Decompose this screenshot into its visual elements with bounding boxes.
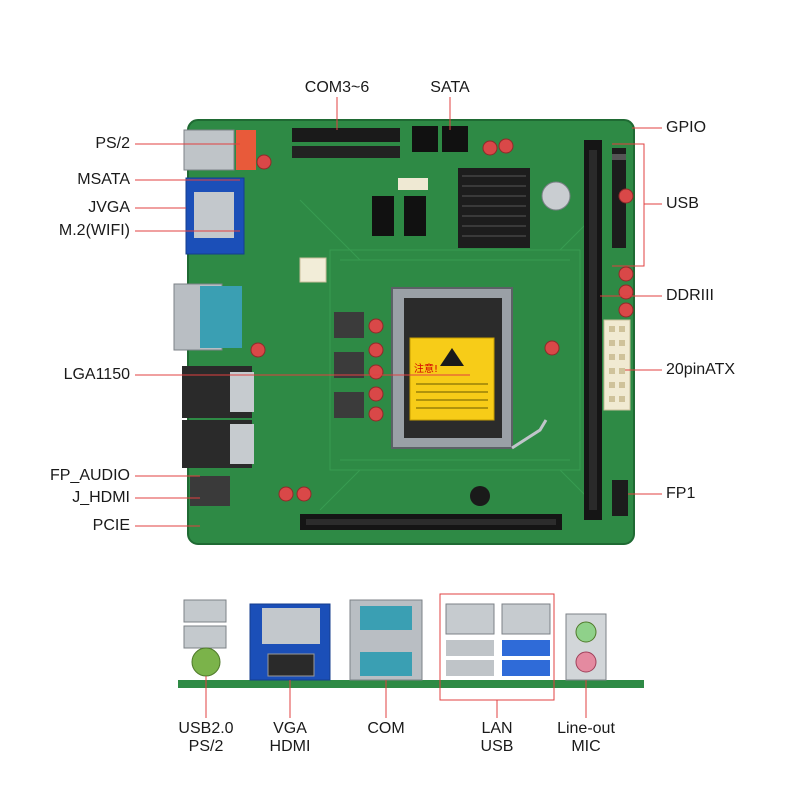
label-hdmi: HDMI xyxy=(269,738,311,755)
label-fp1: FP1 xyxy=(666,485,696,502)
cpu-warning-text: 注意! xyxy=(414,362,438,375)
capacitors xyxy=(250,138,634,502)
msata-m2-slots xyxy=(372,178,428,236)
com3-6-headers xyxy=(292,128,400,158)
cpu-power-connector xyxy=(299,257,327,283)
label-j-hdmi: J_HDMI xyxy=(72,489,130,506)
label-20pin-atx: 20pinATX xyxy=(666,361,736,378)
chipset-heatsink xyxy=(458,168,530,248)
cmos-battery xyxy=(541,181,571,211)
buzzer xyxy=(470,486,490,506)
label-com: COM xyxy=(350,720,422,738)
label-usb-rear: USB xyxy=(480,738,514,755)
leader-lines xyxy=(135,97,662,527)
lga1150-socket: 注意! xyxy=(391,287,548,450)
atx-20pin-connector xyxy=(603,319,631,411)
label-line-out: Line-out xyxy=(557,720,615,737)
label-ps2: PS/2 xyxy=(95,135,130,152)
label-usb2-ps2: USB2.0 PS/2 xyxy=(166,720,246,756)
label-sata: SATA xyxy=(430,79,470,96)
label-fp-audio: FP_AUDIO xyxy=(49,467,130,484)
label-com3-6: COM3~6 xyxy=(304,79,370,96)
label-usb2: USB2.0 xyxy=(178,720,234,737)
label-mic: MIC xyxy=(571,738,601,755)
rear-io-panel xyxy=(178,593,644,701)
fp1-header xyxy=(612,480,628,516)
label-jvga: JVGA xyxy=(88,199,130,216)
sata-connectors xyxy=(412,126,468,152)
label-usb: USB xyxy=(666,195,699,212)
label-vga: VGA xyxy=(273,720,307,737)
label-ddriii: DDRIII xyxy=(666,287,714,304)
label-pcie: PCIE xyxy=(92,517,130,534)
bottom-leader-lines xyxy=(205,676,587,718)
label-msata: MSATA xyxy=(77,171,130,188)
label-m2-wifi: M.2(WIFI) xyxy=(58,222,130,239)
label-com-line: COM xyxy=(367,720,405,737)
label-lga1150: LGA1150 xyxy=(63,366,130,383)
label-gpio: GPIO xyxy=(666,119,707,136)
label-lineout-mic: Line-out MIC xyxy=(546,720,626,756)
label-lan-usb: LAN USB xyxy=(460,720,534,756)
label-lan: LAN xyxy=(481,720,513,737)
label-ps2-rear: PS/2 xyxy=(188,738,224,755)
ddr3-slot xyxy=(584,140,602,520)
vrm-chokes xyxy=(334,312,364,418)
label-vga-hdmi: VGA HDMI xyxy=(250,720,330,756)
pcie-slot xyxy=(300,514,562,530)
